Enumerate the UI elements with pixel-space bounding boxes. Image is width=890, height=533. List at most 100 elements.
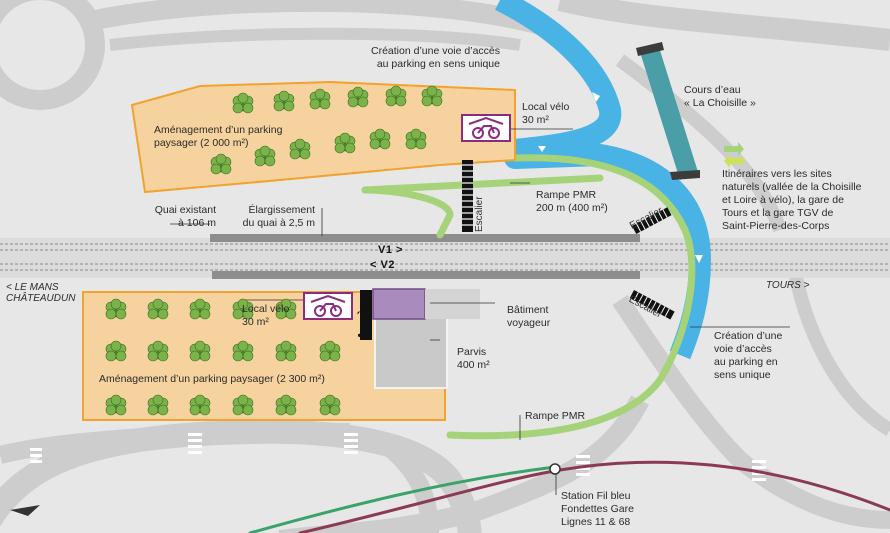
label-line: Saint-Pierre-des-Corps [722, 220, 830, 232]
label-escalier-left: Escalier [474, 196, 485, 232]
tree-icon [210, 153, 232, 175]
tree-icon [275, 394, 297, 416]
label-line: Cours d’eau [684, 84, 741, 96]
label-line: 400 m² [457, 359, 490, 371]
stairs-icon [632, 207, 672, 234]
tree-icon [189, 298, 211, 320]
batiment-voyageur [372, 288, 426, 320]
tree-icons [105, 85, 443, 416]
bicycle-icon [468, 116, 504, 139]
label-rampe-pmr-top: Rampe PMR 200 m (400 m²) [536, 189, 608, 215]
label-line: Création d’une [714, 330, 783, 342]
label-itineraires: Itinéraires vers les sites naturels (val… [722, 168, 862, 233]
label-local-velo-bottom: Local vélo 30 m² [242, 303, 289, 329]
label-line: Rampe PMR [536, 189, 597, 201]
label-line: au parking en [714, 356, 778, 368]
tree-icon [273, 90, 295, 112]
label-voie-acces-top: Création d’une voie d’accès au parking e… [330, 45, 500, 71]
label-v1: V1 > [378, 244, 403, 256]
bike-shelter-icon [461, 114, 511, 142]
bike-shelter-icon [303, 292, 353, 320]
label-line: Bâtiment [507, 304, 549, 316]
label-parking-nord: Aménagement d’un parking paysager (2 000… [154, 124, 282, 150]
tree-icon [369, 128, 391, 150]
label-elargissement: Élargissement du quai à 2,5 m [220, 204, 315, 230]
bicycle-icon [310, 294, 346, 317]
label-line: < LE MANS [6, 282, 59, 293]
label-line: 30 m² [242, 316, 269, 328]
label-line: à 106 m [178, 217, 216, 229]
tree-icon [309, 88, 331, 110]
label-acces: Accès [355, 301, 370, 340]
label-parvis: Parvis 400 m² [457, 346, 490, 372]
tree-icon [405, 128, 427, 150]
tree-icon [347, 86, 369, 108]
acces-arrow-icon [360, 290, 372, 340]
platform-v2 [212, 271, 640, 279]
pmr-ramps [361, 154, 696, 440]
tree-icon [105, 298, 127, 320]
tree-icon [232, 394, 254, 416]
tree-icon [319, 394, 341, 416]
parvis [374, 317, 448, 389]
label-line: Élargissement [248, 204, 315, 216]
tree-icon [334, 132, 356, 154]
tree-icon [147, 394, 169, 416]
label-cours-eau: Cours d’eau « La Choisille » [684, 84, 756, 110]
label-line: Aménagement d’un parking [154, 124, 283, 136]
label-line: Création d’une voie d’accès [371, 45, 500, 57]
tree-icon [147, 340, 169, 362]
label-line: Parvis [457, 346, 487, 358]
tree-icon [254, 145, 276, 167]
tree-icon [189, 394, 211, 416]
tree-icon [319, 340, 341, 362]
label-line: Quai existant [154, 204, 216, 216]
label-line: au parking en sens unique [376, 58, 500, 70]
label-line: 30 m² [522, 114, 549, 126]
label-line: sens unique [714, 369, 771, 381]
label-line: Tours et la gare TGV de [722, 207, 834, 219]
label-station: Station Fil bleu Fondettes Gare Lignes 1… [561, 490, 634, 529]
label-line: paysager (2 000 m²) [154, 137, 249, 149]
label-parking-sud: Aménagement d’un parking paysager (2 300… [99, 373, 325, 385]
tree-icon [105, 340, 127, 362]
label-line: Local vélo [522, 101, 570, 113]
label-rampe-pmr-bottom: Rampe PMR [525, 410, 586, 422]
tree-icon [147, 298, 169, 320]
label-v2: < V2 [370, 259, 395, 271]
label-line: et Loire à vélo), la gare de [722, 194, 844, 206]
stairs-icon [462, 160, 473, 232]
tree-icon [189, 340, 211, 362]
label-quai-existant: Quai existant à 106 m [120, 204, 216, 230]
tree-icon [105, 394, 127, 416]
stairs-icon [629, 290, 675, 320]
batiment-annex [425, 289, 480, 319]
label-line: CHÂTEAUDUN [6, 293, 76, 304]
tree-icon [289, 138, 311, 160]
label-batiment: Bâtiment voyageur [507, 304, 550, 330]
label-le-mans: < LE MANS CHÂTEAUDUN [6, 282, 75, 304]
label-line: Fondettes Gare [561, 503, 634, 515]
tree-icon [421, 85, 443, 107]
label-line: voyageur [507, 317, 551, 329]
tree-icon [385, 85, 407, 107]
tree-icon [275, 340, 297, 362]
label-local-velo-top: Local vélo 30 m² [522, 101, 569, 127]
bus-stop-icon [549, 463, 561, 475]
label-line: naturels (vallée de la Choisille [722, 181, 862, 193]
label-line: Lignes 11 & 68 [561, 516, 631, 528]
label-line: 200 m (400 m²) [536, 202, 608, 214]
platform-v1 [210, 234, 640, 242]
tree-icon [232, 92, 254, 114]
tree-icon [232, 340, 254, 362]
label-line: voie d’accès [714, 343, 772, 355]
label-tours: TOURS > [766, 280, 810, 291]
crosswalks [30, 433, 766, 481]
cours-eau-structure [636, 42, 700, 180]
itinerary-arrows-icon [724, 142, 744, 168]
tree-icon [275, 298, 297, 320]
label-line: du quai à 2,5 m [242, 217, 315, 229]
label-line: Local vélo [242, 303, 290, 315]
label-voie-acces-bottom: Création d’une voie d’accès au parking e… [714, 330, 782, 382]
